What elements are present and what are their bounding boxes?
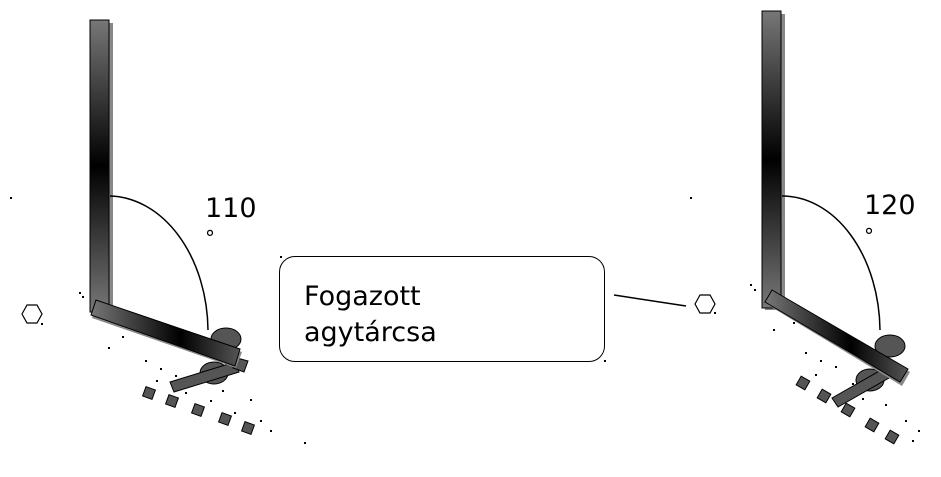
left-hex-nut-icon xyxy=(21,304,43,324)
left-angled-arm xyxy=(90,299,241,367)
left-drive-assembly xyxy=(169,327,249,393)
right-assembly xyxy=(280,10,920,445)
right-fragments xyxy=(795,375,900,445)
right-hex-nut-icon xyxy=(694,294,716,314)
left-fragment xyxy=(164,393,180,409)
right-degree-symbol: ° xyxy=(864,224,874,248)
right-fragment xyxy=(795,375,811,391)
right-vertical-arm xyxy=(761,10,782,309)
callout-box: Fogazott agytárcsa xyxy=(279,256,605,362)
callout-leader-line xyxy=(613,294,687,307)
right-fragment xyxy=(816,388,832,404)
left-angle-arc xyxy=(109,195,209,331)
right-hub-upper xyxy=(874,334,906,358)
callout-line-1: Fogazott xyxy=(304,281,421,312)
left-fragment xyxy=(190,402,206,418)
right-angle-value: 120 xyxy=(864,190,916,221)
right-fragment xyxy=(884,429,900,445)
right-fragment xyxy=(864,417,880,433)
left-fragment xyxy=(141,385,157,401)
callout-line-2: agytárcsa xyxy=(304,317,437,348)
left-drive-rod xyxy=(169,361,240,393)
right-drive-assembly xyxy=(831,334,906,408)
left-dots xyxy=(10,197,306,444)
right-angle-arc xyxy=(781,195,881,331)
right-fragment xyxy=(840,402,856,418)
left-degree-symbol: ° xyxy=(205,226,215,250)
left-fragment xyxy=(240,420,256,436)
right-dots xyxy=(280,197,920,442)
left-fragments xyxy=(141,385,256,436)
left-fragment xyxy=(217,411,233,427)
left-vertical-arm xyxy=(89,19,110,313)
right-angled-arm xyxy=(764,289,909,383)
left-angle-value: 110 xyxy=(205,193,257,224)
left-assembly xyxy=(10,19,306,444)
